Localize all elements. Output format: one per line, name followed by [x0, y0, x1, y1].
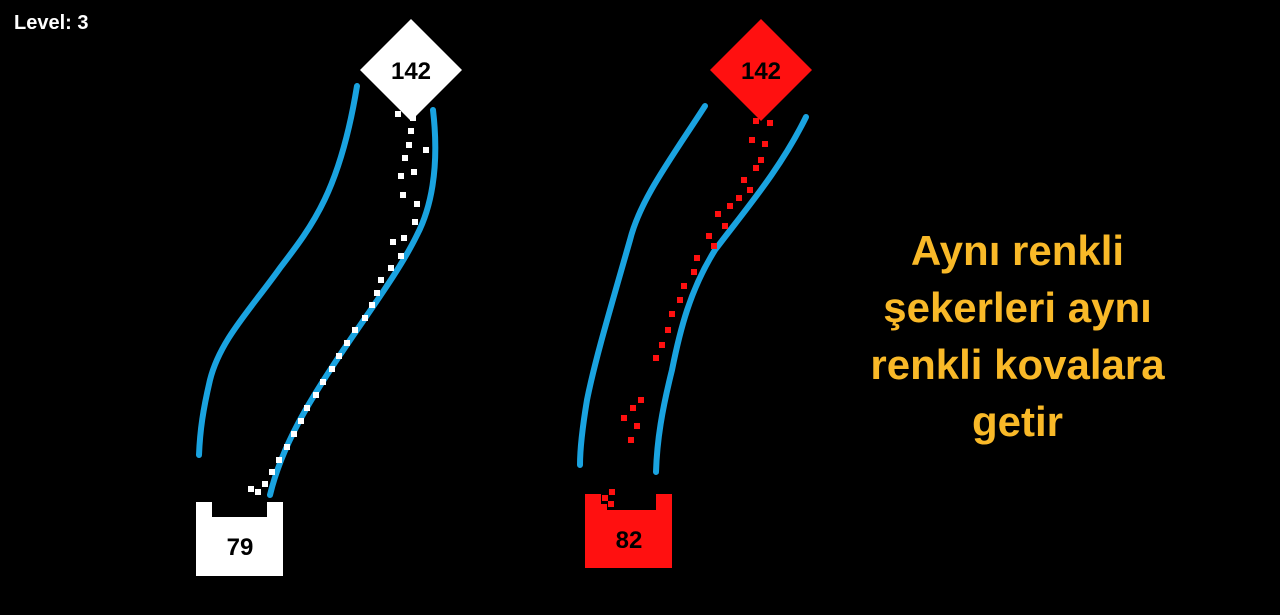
red-candy	[736, 195, 742, 201]
red-candy-stream	[601, 118, 773, 510]
white-candy	[352, 327, 358, 333]
white-candy	[276, 457, 282, 463]
instructions-line-4: getir	[971, 398, 1063, 445]
red-candy	[621, 415, 627, 421]
red-spawner-diamond	[710, 19, 812, 121]
white-candy	[248, 486, 254, 492]
red-candy	[747, 187, 753, 193]
white-candy	[402, 155, 408, 161]
white-candy	[398, 173, 404, 179]
red-candy	[749, 137, 755, 143]
white-candy	[411, 169, 417, 175]
white-candy	[269, 469, 275, 475]
white-spawner-diamond	[360, 19, 462, 121]
white-candy	[304, 405, 310, 411]
white-candy	[320, 379, 326, 385]
white-candy	[313, 392, 319, 398]
red-candy	[609, 489, 615, 495]
white-candy	[344, 340, 350, 346]
red-candy	[653, 355, 659, 361]
red-candy	[767, 120, 773, 126]
red-bucket: 82	[585, 494, 672, 568]
white-bucket-count: 79	[227, 534, 254, 561]
white-candy	[378, 277, 384, 283]
white-candy	[401, 235, 407, 241]
white-spawner-count: 142	[391, 58, 431, 85]
instructions-line-3: renkli kovalara	[870, 341, 1165, 388]
red-candy	[628, 437, 634, 443]
red-candy	[715, 211, 721, 217]
white-candy	[262, 481, 268, 487]
red-candy	[677, 297, 683, 303]
red-candy	[741, 177, 747, 183]
red-candy	[681, 283, 687, 289]
white-candy	[398, 253, 404, 259]
red-candy	[669, 311, 675, 317]
red-bucket-count: 82	[616, 527, 643, 554]
red-candy	[601, 504, 607, 510]
red-bucket-shape	[585, 494, 672, 568]
white-candy	[408, 128, 414, 134]
white-candy	[255, 489, 261, 495]
red-candy	[711, 243, 717, 249]
wall-line-right-2	[653, 114, 809, 475]
red-candy	[722, 223, 728, 229]
white-candy	[374, 290, 380, 296]
red-candy	[638, 397, 644, 403]
red-candy	[762, 141, 768, 147]
white-candy	[414, 201, 420, 207]
red-candy	[706, 233, 712, 239]
wall-line-left-1	[196, 83, 360, 458]
red-candy	[608, 501, 614, 507]
instructions-line-1: Aynı renkli	[910, 227, 1125, 274]
instructions-text: Aynı renkli şekerleri aynı renkli kovala…	[820, 222, 1215, 450]
red-candy	[694, 255, 700, 261]
white-candy	[423, 147, 429, 153]
red-spawner-count: 142	[741, 58, 781, 85]
white-candy	[291, 431, 297, 437]
red-candy	[753, 118, 759, 124]
red-candy	[634, 423, 640, 429]
wall-line-left-2	[577, 103, 708, 468]
red-candy	[753, 165, 759, 171]
red-candy	[602, 495, 608, 501]
red-candy	[727, 203, 733, 209]
red-candy	[691, 269, 697, 275]
red-candy	[665, 327, 671, 333]
white-candy	[390, 239, 396, 245]
white-candy	[284, 444, 290, 450]
white-candy	[395, 111, 401, 117]
instructions-line-2: şekerleri aynı	[883, 284, 1152, 331]
white-bucket-shape	[196, 502, 283, 576]
red-candy-spawner: 142	[710, 19, 812, 121]
white-candy	[412, 219, 418, 225]
white-candy	[400, 192, 406, 198]
white-candy	[406, 142, 412, 148]
white-candy	[362, 315, 368, 321]
white-bucket: 79	[196, 502, 283, 576]
white-candy	[329, 366, 335, 372]
red-candy	[630, 405, 636, 411]
white-candy	[388, 265, 394, 271]
red-candy	[758, 157, 764, 163]
level-label: Level: 3	[14, 12, 89, 34]
white-candy	[336, 353, 342, 359]
wall-line-right-1	[267, 107, 439, 498]
red-candy	[659, 342, 665, 348]
white-candy-spawner: 142	[360, 19, 462, 121]
white-candy	[369, 302, 375, 308]
white-candy	[298, 418, 304, 424]
